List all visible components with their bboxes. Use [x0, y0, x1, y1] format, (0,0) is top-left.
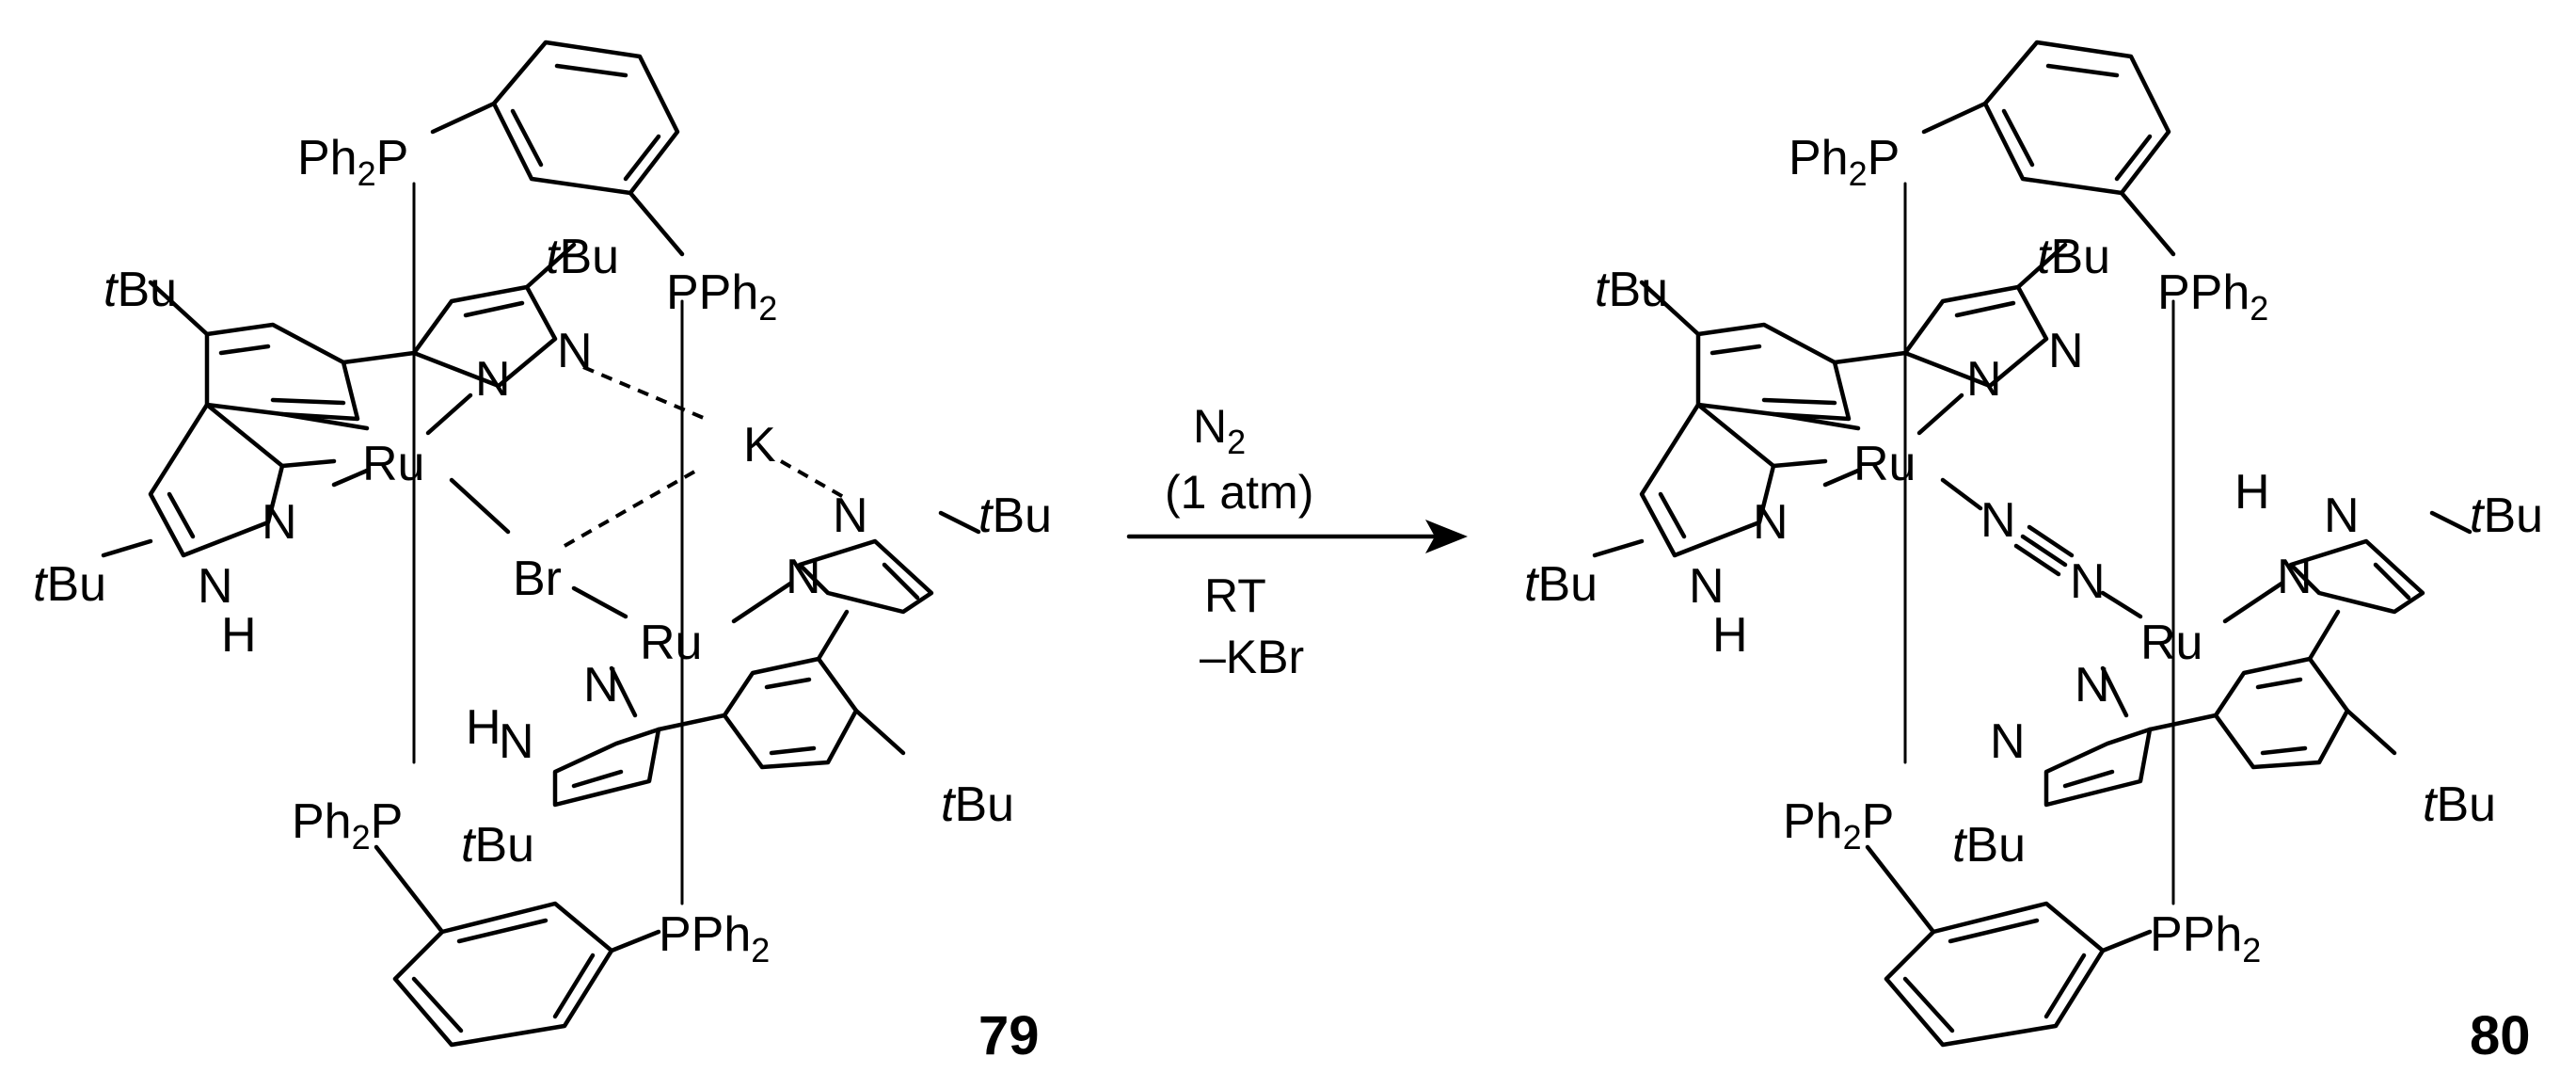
n-label: N — [2277, 550, 2313, 604]
tbu-label: tBu — [546, 230, 619, 284]
tbu-label: tBu — [2470, 488, 2543, 543]
ru-label: Ru — [362, 437, 424, 491]
dinitrogen-triple-bond — [2020, 534, 2068, 568]
tbu-label: tBu — [33, 557, 106, 612]
upper-pincer-ring-80 — [1695, 322, 1852, 422]
n-label: N — [475, 352, 511, 407]
n-label: N — [583, 658, 619, 713]
tbu-label: tBu — [461, 818, 534, 873]
n-label: N — [557, 324, 593, 378]
n-label: N — [1980, 493, 2016, 548]
byproduct-label: –KBr — [1200, 631, 1304, 683]
compound-number-79: 79 — [978, 1005, 1040, 1066]
n-label: N — [499, 714, 534, 769]
pph2-top-label-80: PPh2 — [2157, 265, 2268, 328]
ru-label: Ru — [1853, 437, 1916, 491]
n-label: N — [833, 488, 868, 543]
h-label: H — [466, 700, 501, 755]
bottom-phenylene-ring-80 — [1884, 901, 2106, 1048]
n-label: N — [1689, 559, 1725, 614]
n-label: N — [2048, 324, 2084, 378]
ru-label: Ru — [2140, 616, 2202, 670]
arrow-head — [1425, 520, 1468, 553]
ph2p-top-label-79: Ph2P — [297, 131, 408, 193]
tbu-label: tBu — [2037, 230, 2110, 284]
pph2-bottom-label-79: PPh2 — [659, 907, 770, 969]
n-label: N — [262, 495, 297, 550]
structure-79: Ph2P tBu PPh2 tBu N N Ru K N N tBu tBu N… — [33, 40, 1052, 1066]
n-label: N — [1966, 352, 2002, 407]
ph2p-top-label-80: Ph2P — [1789, 131, 1900, 193]
temperature-label: RT — [1204, 569, 1266, 622]
br-label: Br — [513, 552, 562, 606]
reaction-arrow-group: N2 (1 atm) RT –KBr — [1126, 400, 1468, 683]
h-label: H — [2234, 465, 2270, 520]
n-label: N — [2324, 488, 2360, 543]
n-label: N — [2075, 658, 2110, 713]
k-label: K — [743, 418, 776, 472]
n-label: N — [2070, 554, 2106, 609]
h-label: H — [1712, 608, 1748, 663]
ph2p-bottom-label-80: Ph2P — [1783, 794, 1894, 857]
pressure-label: (1 atm) — [1165, 466, 1313, 519]
tbu-label: tBu — [978, 488, 1052, 543]
tbu-label: tBu — [103, 263, 177, 317]
n-label: N — [786, 550, 821, 604]
h-label: H — [221, 608, 257, 663]
tbu-label: tBu — [1952, 818, 2026, 873]
bottom-phenylene-ring-79 — [392, 901, 614, 1048]
ru-label: Ru — [640, 616, 702, 670]
n-label: N — [198, 559, 233, 614]
tbu-label: tBu — [2423, 777, 2496, 832]
tbu-label: tBu — [941, 777, 1014, 832]
n-label: N — [1753, 495, 1789, 550]
n-label: N — [1990, 714, 2026, 769]
tbu-label: tBu — [1595, 263, 1668, 317]
top-phenylene-ring-80 — [1982, 40, 2171, 196]
ph2p-bottom-label-79: Ph2P — [292, 794, 403, 857]
compound-number-80: 80 — [2470, 1005, 2531, 1066]
pph2-top-label-79: PPh2 — [666, 265, 777, 328]
pph2-bottom-label-80: PPh2 — [2150, 907, 2261, 969]
tbu-label: tBu — [1524, 557, 1598, 612]
top-phenylene-ring-79 — [491, 40, 680, 196]
reagent-label: N2 — [1193, 400, 1246, 461]
upper-pincer-ring-79 — [204, 322, 360, 422]
structure-80: Ph2P tBu PPh2 tBu N N Ru H N N N N tBu t… — [1524, 40, 2543, 1066]
